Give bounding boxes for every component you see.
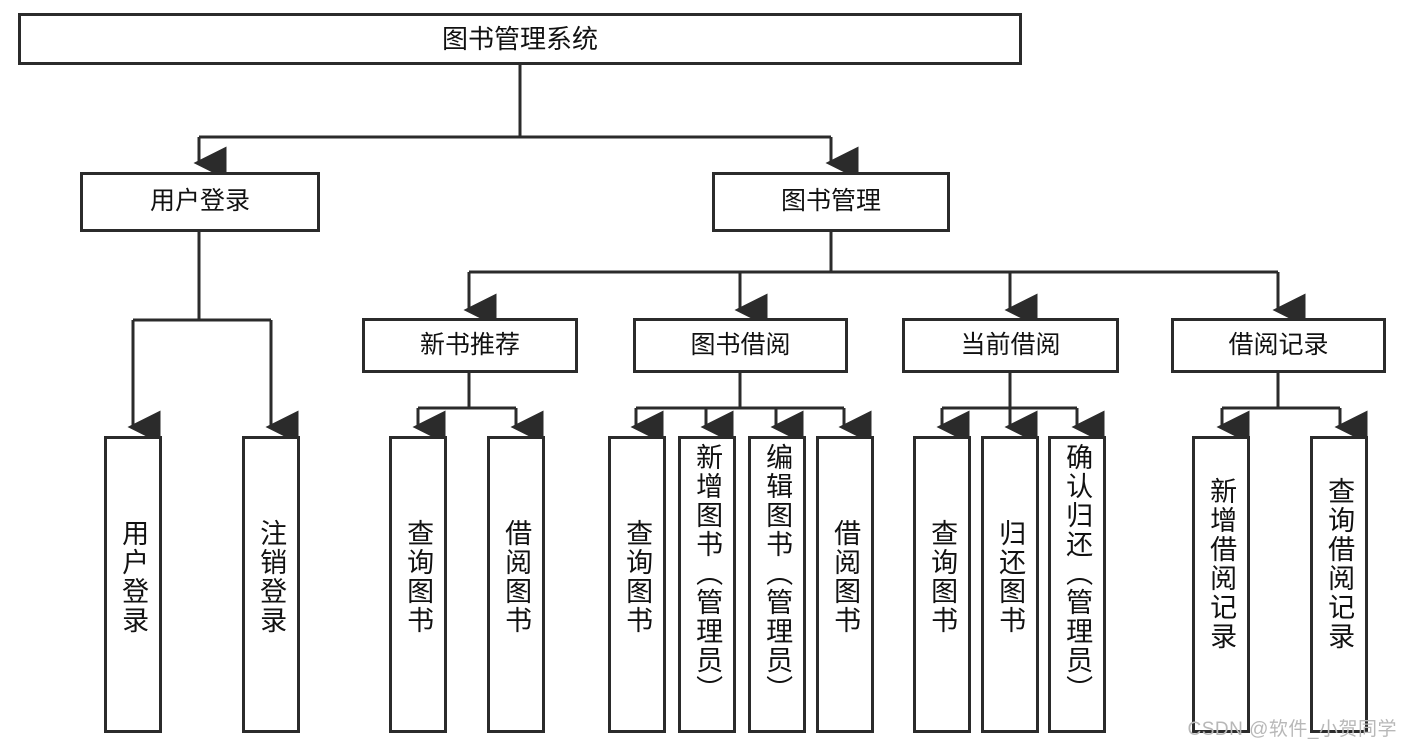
leaf-confirm-return-admin[interactable]: 确认归还（管理员） <box>1048 436 1106 733</box>
leaf-logout[interactable]: 注销登录 <box>242 436 300 733</box>
node-book-borrow[interactable]: 图书借阅 <box>633 318 848 373</box>
leaf-label: 归还图书 <box>995 519 1026 635</box>
leaf-query-borrow-record[interactable]: 查询借阅记录 <box>1310 436 1368 733</box>
node-label: 图书借阅 <box>690 330 791 359</box>
leaf-query-book-borrow[interactable]: 查询图书 <box>608 436 666 733</box>
leaf-label: 新增借阅记录 <box>1206 477 1237 651</box>
node-label: 新书推荐 <box>419 330 520 359</box>
leaf-label: 查询借阅记录 <box>1324 477 1355 651</box>
leaf-add-borrow-record[interactable]: 新增借阅记录 <box>1192 436 1250 733</box>
leaf-label: 借阅图书 <box>830 519 861 635</box>
node-new-book-recommend[interactable]: 新书推荐 <box>362 318 578 373</box>
node-label: 图书管理系统 <box>441 23 598 54</box>
leaf-user-login[interactable]: 用户登录 <box>104 436 162 733</box>
leaf-borrow-book-recommend[interactable]: 借阅图书 <box>487 436 545 733</box>
leaf-edit-book-admin[interactable]: 编辑图书（管理员） <box>748 436 806 733</box>
leaf-label: 查询图书 <box>403 519 434 635</box>
leaf-label: 查询图书 <box>927 519 958 635</box>
node-user-login[interactable]: 用户登录 <box>80 172 320 232</box>
node-label: 借阅记录 <box>1228 330 1329 359</box>
leaf-label: 确认归还（管理员） <box>1062 443 1093 704</box>
leaf-borrow-book[interactable]: 借阅图书 <box>816 436 874 733</box>
leaf-label: 编辑图书（管理员） <box>762 443 793 704</box>
node-borrow-record[interactable]: 借阅记录 <box>1171 318 1386 373</box>
leaf-label: 注销登录 <box>256 519 287 635</box>
leaf-label: 借阅图书 <box>501 519 532 635</box>
node-label: 当前借阅 <box>960 330 1061 359</box>
leaf-query-book-current[interactable]: 查询图书 <box>913 436 971 733</box>
leaf-return-book[interactable]: 归还图书 <box>981 436 1039 733</box>
node-label: 用户登录 <box>149 187 250 216</box>
leaf-query-book-recommend[interactable]: 查询图书 <box>389 436 447 733</box>
node-label: 图书管理 <box>780 187 881 216</box>
leaf-label: 查询图书 <box>622 519 653 635</box>
node-book-management-system[interactable]: 图书管理系统 <box>18 13 1022 65</box>
csdn-watermark: CSDN @软件_小贺同学 <box>1187 719 1397 740</box>
leaf-add-book-admin[interactable]: 新增图书（管理员） <box>678 436 736 733</box>
node-current-borrow[interactable]: 当前借阅 <box>902 318 1119 373</box>
leaf-label: 新增图书（管理员） <box>692 443 723 704</box>
leaf-label: 用户登录 <box>118 519 149 635</box>
node-book-management[interactable]: 图书管理 <box>712 172 950 232</box>
